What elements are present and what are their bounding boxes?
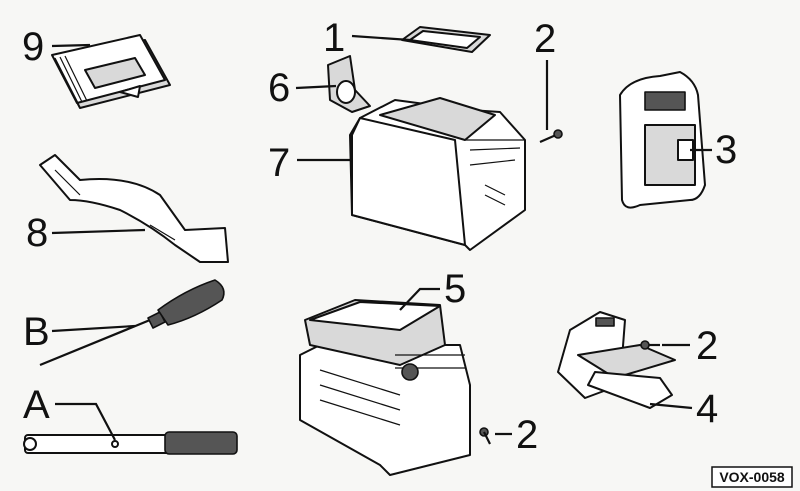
part-8-bracket: [39, 154, 229, 263]
part-4-compartment: [557, 311, 676, 409]
figure-code: VOX-0058: [719, 469, 785, 485]
callout-3: 3: [715, 128, 737, 172]
callout-2-right: 2: [696, 324, 718, 368]
part-a-torque-wrench: [23, 431, 238, 455]
callout-b: B: [23, 310, 50, 354]
callout-2-top: 2: [534, 17, 556, 61]
part-b-screwdriver: [39, 279, 225, 367]
part-9-manual: [51, 34, 171, 109]
callout-5: 5: [444, 267, 466, 311]
callout-1: 1: [323, 16, 345, 60]
callout-4: 4: [696, 387, 718, 431]
part-3-vent-panel: [619, 71, 706, 209]
callout-7: 7: [268, 141, 290, 185]
callout-6: 6: [268, 66, 290, 110]
callout-a: A: [23, 383, 50, 427]
figure-code-tag: VOX-0058: [711, 466, 793, 488]
part-5-armrest-assembly: [299, 299, 471, 476]
leader-lines: [51, 34, 712, 441]
part-6-cupholder-insert: [327, 55, 371, 113]
part-7-console-body: [349, 97, 526, 251]
callout-2-bottom: 2: [516, 413, 538, 457]
part-2-screw-top: [539, 129, 563, 144]
part-2-screw-bottom: [479, 427, 491, 445]
callout-8: 8: [26, 211, 48, 255]
part-1-tray-insert: [401, 26, 491, 53]
part-2-screw-right: [640, 340, 660, 350]
callout-9: 9: [22, 25, 44, 69]
